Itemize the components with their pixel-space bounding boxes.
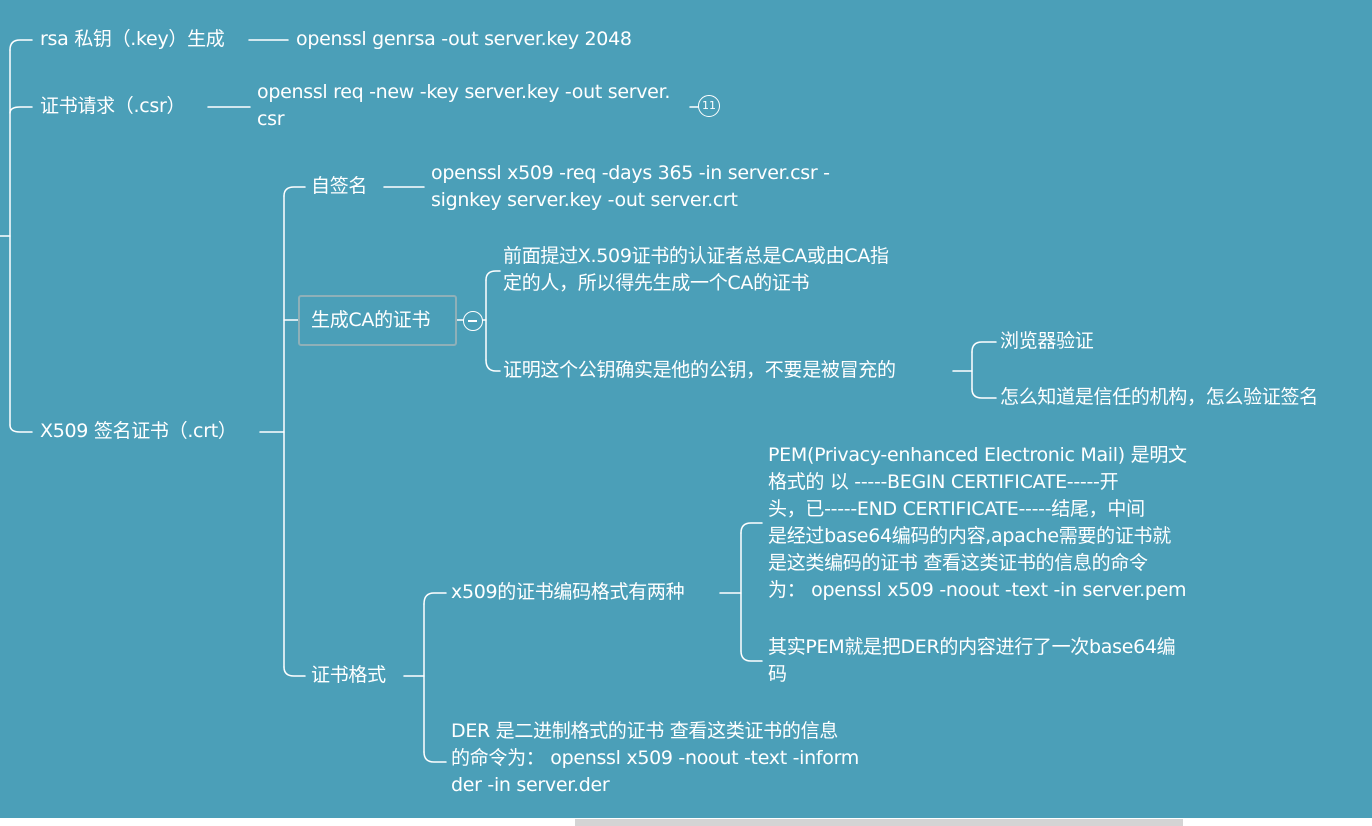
x509-formats-node[interactable]: x509的证书编码格式有两种 [451,579,685,606]
csr-command-line: csr [257,108,285,130]
ca-note-line: 定的人，所以得先生成一个CA的证书 [503,272,810,294]
ca-cert-node[interactable]: 生成CA的证书 [311,307,430,334]
cert-format-label: 证书格式 [311,664,386,686]
ca-proof-node[interactable]: 证明这个公钥确实是他的公钥，不要是被冒充的 [503,357,896,384]
x509-formats-label: x509的证书编码格式有两种 [451,581,685,603]
der-note-line: 的命令为： openssl x509 -noout -text -inform [451,747,859,769]
browser-verify-label: 浏览器验证 [1000,330,1094,352]
ca-note-node[interactable]: 前面提过X.509证书的认证者总是CA或由CA指 定的人，所以得先生成一个CA的… [503,243,889,297]
trust-question-label: 怎么知道是信任的机构，怎么验证签名 [1000,386,1318,408]
self-signed-node[interactable]: 自签名 [311,173,367,200]
note-count-badge[interactable]: 11 [698,95,720,117]
self-signed-command-line: signkey server.key -out server.crt [431,189,738,211]
rsa-key-command[interactable]: openssl genrsa -out server.key 2048 [296,26,632,53]
self-signed-command[interactable]: openssl x509 -req -days 365 -in server.c… [431,160,830,214]
pem-note-line: 格式的 以 -----BEGIN CERTIFICATE-----开 [768,471,1119,493]
pem-note-line: 头，已-----END CERTIFICATE-----结尾，中间 [768,498,1145,520]
browser-verify-node[interactable]: 浏览器验证 [1000,328,1094,355]
collapse-toggle-icon[interactable] [463,311,483,331]
csr-command-line: openssl req -new -key server.key -out se… [257,81,671,103]
self-signed-label: 自签名 [311,175,368,197]
horizontal-scrollbar[interactable] [575,819,1183,826]
rsa-key-command-text: openssl genrsa -out server.key 2048 [296,28,632,50]
self-signed-command-line: openssl x509 -req -days 365 -in server.c… [431,162,830,184]
pem-note-line: 是这类编码的证书 查看这类证书的信息的命令 [768,552,1148,574]
ca-note-line: 前面提过X.509证书的认证者总是CA或由CA指 [503,245,889,267]
der-note-line: DER 是二进制格式的证书 查看这类证书的信息 [451,720,839,742]
rsa-key-node[interactable]: rsa 私钥（.key）生成 [40,26,225,53]
der-note-node[interactable]: DER 是二进制格式的证书 查看这类证书的信息 的命令为： openssl x5… [451,718,859,799]
pem-der-note-line: 其实PEM就是把DER的内容进行了一次base64编 [768,636,1176,658]
pem-note-node[interactable]: PEM(Privacy-enhanced Electronic Mail) 是明… [768,442,1187,604]
ca-proof-label: 证明这个公钥确实是他的公钥，不要是被冒充的 [503,359,896,381]
pem-note-line: 为： openssl x509 -noout -text -in server.… [768,579,1187,601]
rsa-key-label: rsa 私钥（.key）生成 [40,28,225,50]
ca-cert-label: 生成CA的证书 [311,309,431,331]
pem-der-note-node[interactable]: 其实PEM就是把DER的内容进行了一次base64编 码 [768,634,1176,688]
trust-question-node[interactable]: 怎么知道是信任的机构，怎么验证签名 [1000,384,1318,411]
crt-label: X509 签名证书（.crt） [40,420,237,442]
selected-node-frame [298,295,457,346]
csr-command[interactable]: openssl req -new -key server.key -out se… [257,79,670,133]
cert-format-node[interactable]: 证书格式 [311,662,386,689]
pem-note-line: 是经过base64编码的内容,apache需要的证书就 [768,525,1171,547]
der-note-line: der -in server.der [451,774,610,796]
pem-der-note-line: 码 [768,663,787,685]
pem-note-line: PEM(Privacy-enhanced Electronic Mail) 是明… [768,444,1187,466]
csr-label: 证书请求（.csr） [40,95,186,117]
csr-node[interactable]: 证书请求（.csr） [40,93,186,120]
crt-node[interactable]: X509 签名证书（.crt） [40,418,237,445]
